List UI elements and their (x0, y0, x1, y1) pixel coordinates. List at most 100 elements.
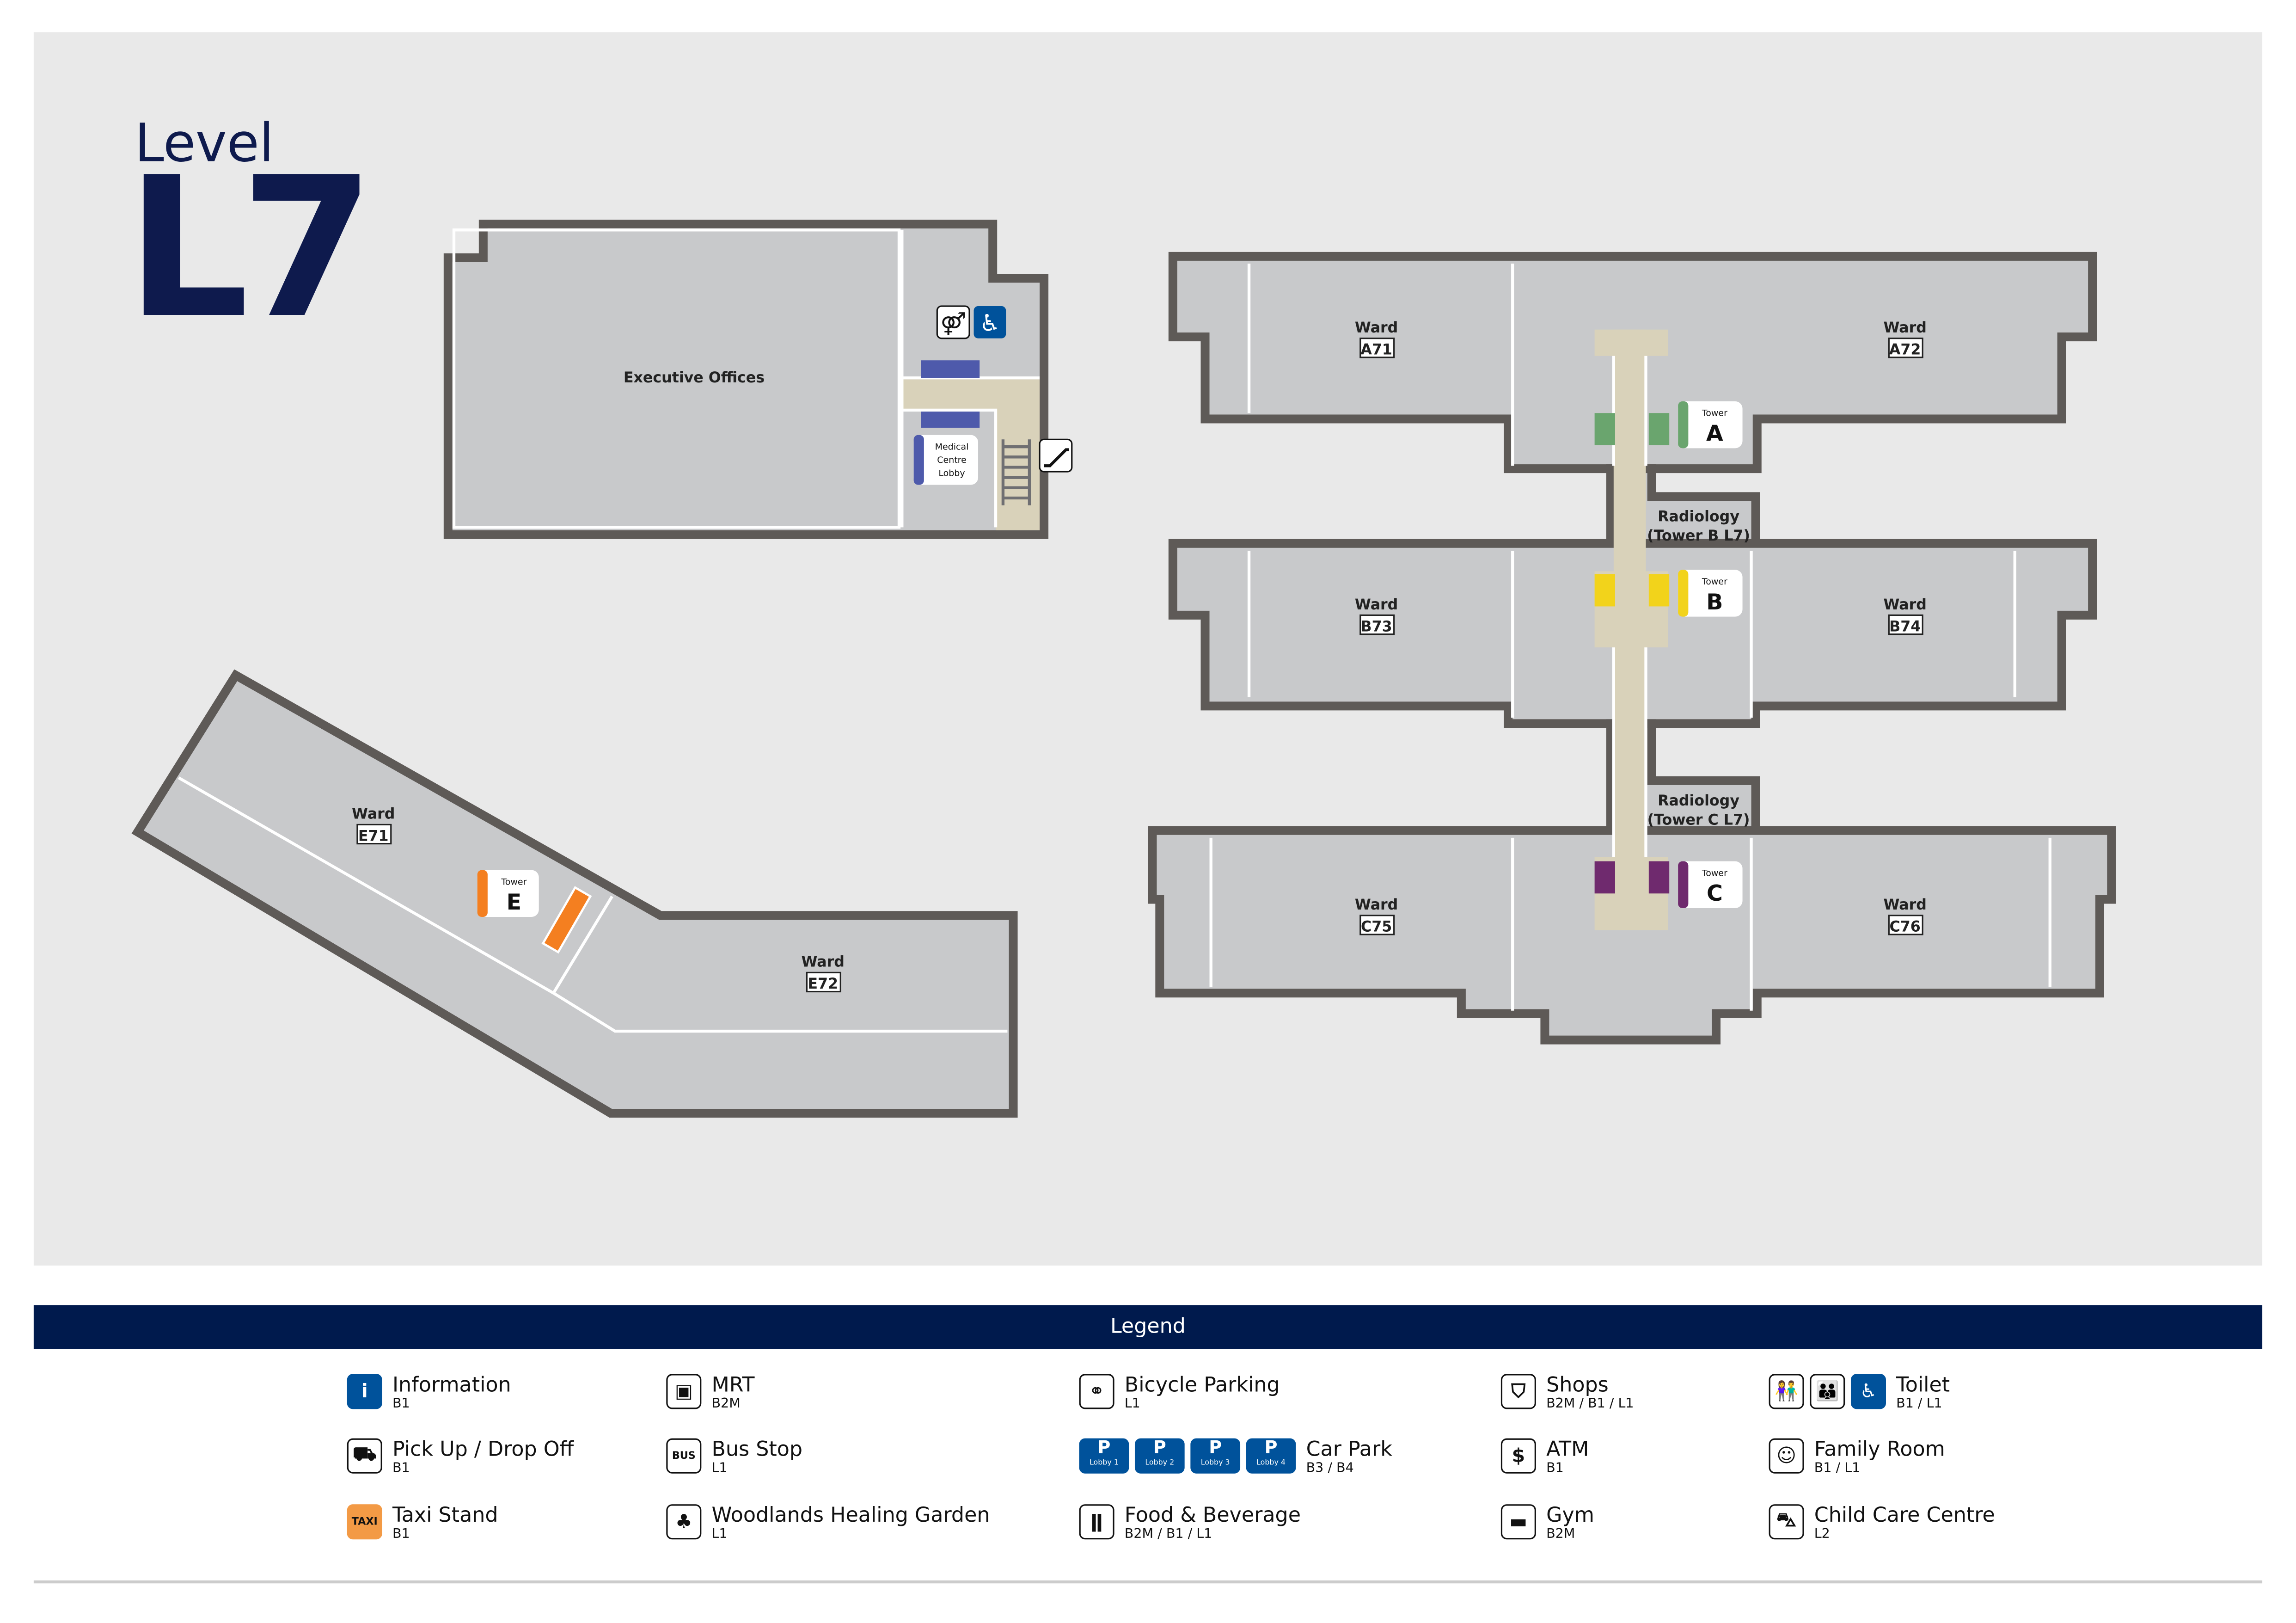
legend-item-levels: B1 (392, 1462, 410, 1477)
icon-sublabel: Lobby 1 (1090, 1459, 1119, 1468)
radiology-c-label: Radiology (1658, 793, 1739, 809)
icon-glyph: ⛍ (1776, 1509, 1796, 1531)
legend-item-levels: B2M / B1 / L1 (1124, 1527, 1212, 1543)
executive-building: ⚤ ♿ Executive Offices Medical Centre Lob… (443, 220, 1073, 539)
footer-divider (33, 1580, 2263, 1584)
icon-glyph: BUS (672, 1450, 696, 1462)
icon-glyph: 👪 (1815, 1380, 1839, 1403)
legend-icons: $ (1500, 1438, 1536, 1474)
taxi-icon: TAXI (347, 1504, 382, 1540)
legend-icons: 👫👪♿ (1769, 1374, 1886, 1409)
icon-glyph: ☺ (1776, 1445, 1797, 1467)
legend-item-name: Bicycle Parking (1124, 1374, 1280, 1397)
legend-item-levels: B1 (392, 1527, 410, 1543)
icon-glyph: ♣ (675, 1511, 692, 1533)
svg-text:Ward: Ward (1355, 897, 1398, 913)
legend-item-name: Car Park (1306, 1438, 1392, 1462)
icon-glyph: $ (1512, 1445, 1525, 1467)
legend-item-name: Shops (1546, 1374, 1609, 1397)
tower-a-badge: Tower A (1678, 401, 1743, 449)
svg-text:B73: B73 (1361, 618, 1392, 635)
legend-item-levels: B1 / L1 (1814, 1462, 1861, 1477)
icon-glyph: P (1209, 1438, 1222, 1457)
legend-item-name: Family Room (1814, 1438, 1945, 1462)
legend-icons: ▬ (1500, 1504, 1536, 1540)
lift (921, 412, 980, 428)
room-walls (452, 228, 1040, 529)
level-number: L7 (126, 136, 374, 362)
icon-glyph: ⚭ (1089, 1380, 1105, 1403)
tower-c-lift (1648, 861, 1670, 894)
radiology-b-sublabel: (Tower B L7) (1647, 528, 1750, 544)
towers-abc-complex: Tower A Tower B Tower C Radiology (Tower… (1148, 252, 2116, 1045)
legend-item-levels: B1 (392, 1397, 410, 1412)
bicycle-icon: ⚭ (1079, 1374, 1114, 1409)
legend-item-name: MRT (711, 1374, 755, 1397)
legend-icons: ⛉ (1500, 1374, 1536, 1409)
svg-text:⚤: ⚤ (940, 311, 966, 337)
tower-word: Tower (1702, 408, 1727, 418)
toilet-icon[interactable]: ⚤ (936, 305, 970, 339)
legend-item-levels: L2 (1814, 1527, 1830, 1543)
tower-word: Tower (501, 877, 527, 887)
legend-item-name: Bus Stop (711, 1438, 803, 1462)
lobby-label-line: Centre (937, 455, 967, 465)
legend-item-name: Taxi Stand (392, 1504, 498, 1528)
legend-icons: ▣ (666, 1374, 702, 1409)
lift (921, 360, 980, 378)
tower-letter: E (507, 890, 521, 915)
escalator-icon[interactable] (1039, 438, 1073, 473)
tower-letter: A (1706, 421, 1723, 446)
medical-centre-lobby-label: Medical Centre Lobby (913, 435, 979, 485)
stairs (1001, 439, 1031, 505)
icon-glyph: ⛉ (1511, 1380, 1526, 1403)
stroller-icon: ⛍ (1769, 1504, 1804, 1540)
legend-item-levels: B3 / B4 (1306, 1462, 1354, 1477)
level-heading: Level (135, 114, 274, 174)
legend-item-levels: B1 / L1 (1896, 1397, 1942, 1412)
tower-a-lift (1594, 413, 1615, 445)
tower-b-badge: Tower B (1678, 570, 1743, 617)
executive-offices-label: Executive Offices (624, 369, 765, 386)
legend-item-name: Pick Up / Drop Off (392, 1438, 574, 1462)
tower-b-lift (1648, 574, 1670, 607)
legend-item-levels: L1 (1124, 1397, 1140, 1412)
legend-item-name: Toilet (1896, 1374, 1950, 1397)
legend-icons: ⛟ (347, 1438, 382, 1474)
legend-item-name: Child Care Centre (1814, 1504, 1995, 1528)
legend-icons: i (347, 1374, 382, 1409)
executive-building-outline (443, 220, 1049, 539)
svg-text:Ward: Ward (1355, 320, 1398, 336)
legend-icons: BUS (666, 1438, 702, 1474)
svg-text:C75: C75 (1361, 919, 1392, 935)
tower-e-lift (541, 886, 592, 954)
legend-title: Legend (33, 1305, 2263, 1349)
dumbbell-icon: ▬ (1500, 1504, 1536, 1540)
accessible-toilet-icon[interactable]: ♿ (974, 306, 1006, 338)
svg-text:Ward: Ward (1883, 320, 1926, 336)
radiology-c-sublabel: (Tower C L7) (1647, 812, 1750, 828)
pickup-dropoff-icon: ⛟ (347, 1438, 382, 1474)
legend-item-levels: B1 (1546, 1462, 1564, 1477)
icon-glyph: ǁ (1090, 1511, 1103, 1533)
